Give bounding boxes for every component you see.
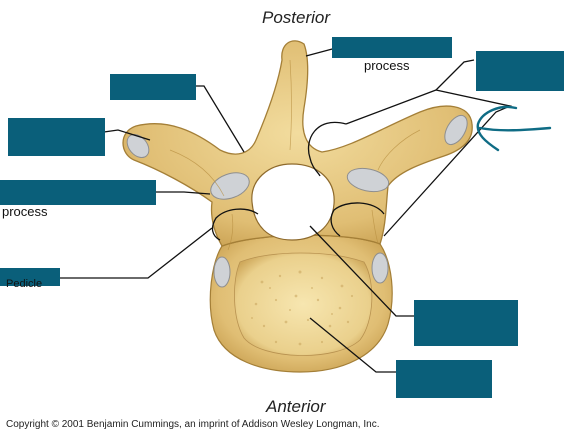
- leader-superior-articular-process: [156, 191, 211, 195]
- copyright-notice: Copyright © 2001 Benjamin Cummings, an i…: [6, 419, 380, 430]
- leader-spinous-process: [305, 47, 337, 57]
- vertebral-arch: [122, 40, 473, 247]
- leader-transverse-foramen: [383, 59, 513, 237]
- vertebral-foramen: [251, 163, 335, 241]
- transverse-foramen-label-mask[interactable]: [476, 51, 564, 91]
- body-spongy-surface: [234, 252, 373, 356]
- body-label-mask[interactable]: [396, 360, 492, 398]
- leader-pedicle: [60, 227, 213, 279]
- pedicle-label-mask[interactable]: Pedicle: [0, 268, 60, 290]
- superior-articular-facet-left: [210, 172, 250, 200]
- vertebral-foramen-label-mask[interactable]: [414, 300, 518, 346]
- leader-body: [309, 317, 396, 373]
- superior-articular-facet-right: [346, 167, 390, 193]
- costal-facet-right: [371, 252, 389, 284]
- leader-lines: [60, 47, 513, 373]
- transverse-process-label-mask[interactable]: [8, 118, 105, 156]
- leader-bracket-pedicle: [211, 208, 259, 241]
- lamina-label-mask[interactable]: [110, 74, 196, 100]
- superior-articular-process-label-mask[interactable]: process: [0, 180, 156, 219]
- pedicle-label-peek: Pedicle: [6, 278, 43, 290]
- spinous-process-label-mask[interactable]: process: [332, 37, 452, 73]
- leader-lamina: [196, 85, 245, 153]
- transverse-process-facet-right: [444, 114, 468, 146]
- rib-articulation-curve: [476, 105, 552, 152]
- leader-bracket-left: [308, 121, 347, 177]
- spongy-bone-texture: [251, 270, 354, 346]
- transverse-process-facet-left: [126, 133, 150, 159]
- orientation-posterior: Posterior: [262, 8, 331, 27]
- leader-vertebral-foramen: [309, 225, 414, 317]
- costal-facet-left: [213, 256, 231, 288]
- superior-articular-process-label-peek: process: [2, 204, 48, 219]
- leader-transverse-process: [103, 129, 151, 141]
- leader-bracket-right: [330, 202, 385, 237]
- leader-connector: [345, 89, 437, 125]
- arch-shading: [169, 59, 421, 251]
- spinous-process-label-peek: process: [364, 58, 410, 73]
- orientation-anterior: Anterior: [266, 397, 326, 416]
